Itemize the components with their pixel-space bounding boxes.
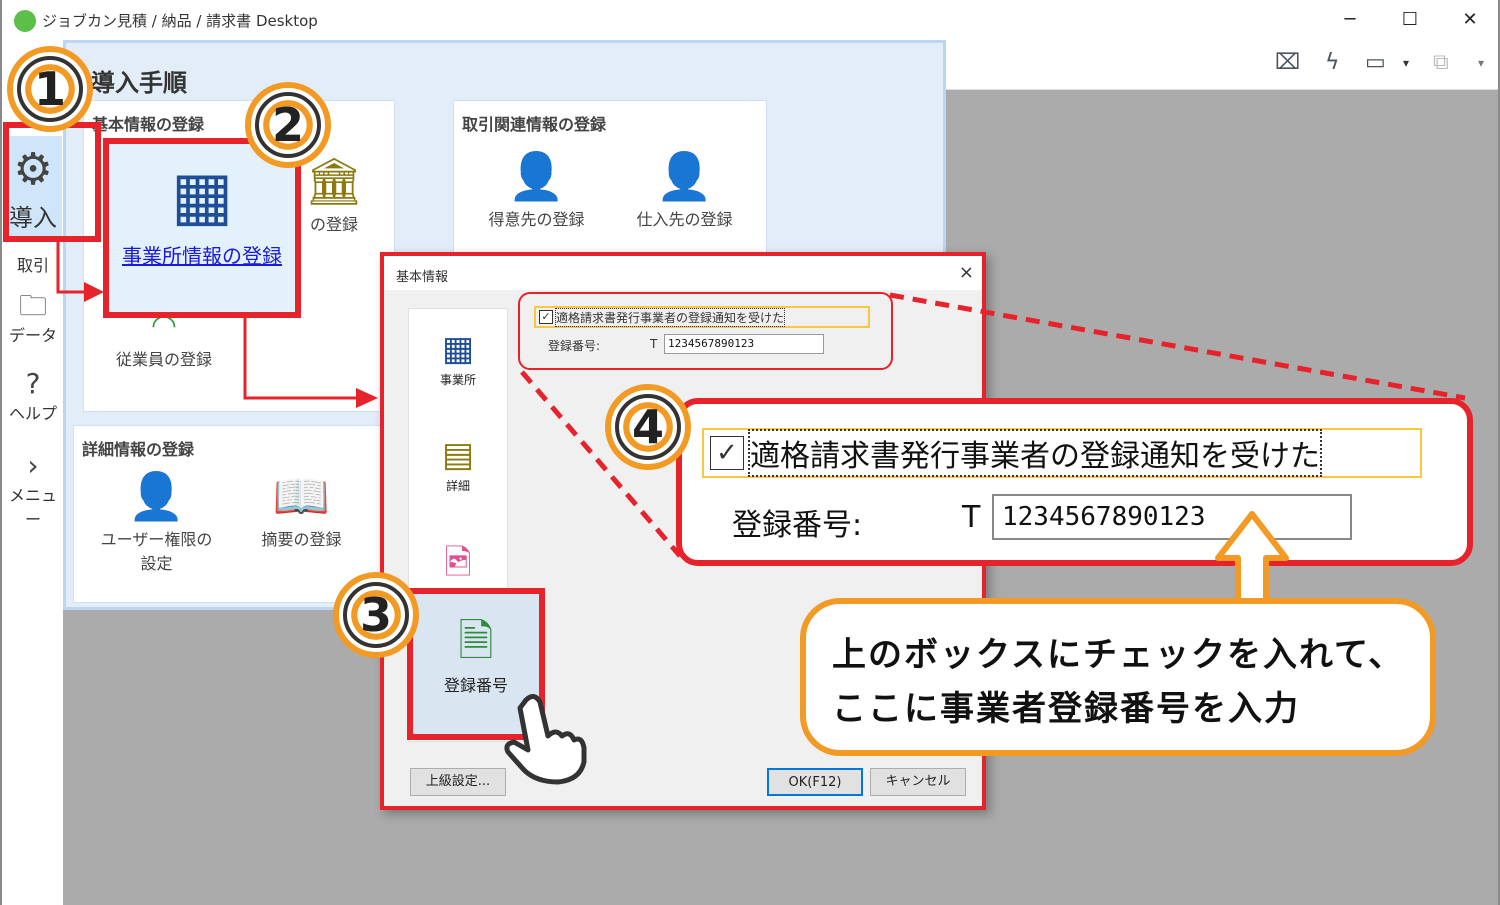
instruction-bubble: 上のボックスにチェックを入れて、 ここに事業者登録番号を入力 [800, 598, 1436, 756]
customer-register-item[interactable]: 👤得意先の登録 [474, 146, 599, 230]
summary-register-item[interactable]: 📖摘要の登録 [239, 466, 364, 550]
arrowhead [356, 388, 378, 408]
reg-prefix: T [650, 337, 658, 351]
zoomed-registration-section: ✓ 適格請求書発行事業者の登録通知を受けた 登録番号: T 1234567890… [676, 398, 1473, 566]
chevron-right-icon: › [27, 449, 39, 482]
step-3-badge: 3 [333, 572, 419, 658]
title-bar: ジョブカン見積 / 納品 / 請求書 Desktop ─ ☐ ✕ [2, 0, 1498, 40]
close-button[interactable]: ✕ [1462, 9, 1478, 30]
supplier-register-item[interactable]: 👤仕入先の登録 [622, 146, 747, 230]
red-arrow [56, 242, 98, 294]
nav-attachment[interactable]: 🖻 [409, 541, 507, 585]
step-4-badge: 4 [605, 384, 691, 470]
sidebar-item-help[interactable]: ?ヘルプ [4, 368, 62, 424]
bank-register-item[interactable]: 🏛の登録 [274, 151, 394, 235]
advanced-settings-button[interactable]: 上級設定... [410, 768, 506, 796]
image-file-icon: 🖻 [444, 543, 472, 583]
qualified-invoice-checkbox[interactable]: ✓ 適格請求書発行事業者の登録通知を受けた [534, 306, 870, 328]
window-icon[interactable]: ▭ [1365, 50, 1386, 75]
checkbox-icon: ✓ [710, 436, 744, 470]
gear-icon: ⚙ [13, 144, 53, 195]
minimize-button[interactable]: ─ [1344, 9, 1356, 30]
folder-icon: 🗀 [18, 289, 47, 322]
arrowhead [84, 282, 104, 302]
bank-icon: 🏛 [304, 154, 364, 208]
building-icon: ▦ [441, 329, 475, 369]
office-register-item[interactable]: ▦ 事業所情報の登録 [103, 138, 301, 318]
hand-cursor-icon [504, 694, 587, 785]
dialog-title: 基本情報 [396, 270, 449, 285]
calculator-icon: ▤ [441, 435, 475, 475]
toolbar [946, 40, 1498, 90]
sidebar-item-data[interactable]: 🗀データ [4, 290, 62, 346]
panel-title: 導入手順 [91, 69, 187, 97]
building-icon: ▦ [170, 157, 234, 234]
card-title: 詳細情報の登録 [82, 440, 195, 459]
book-icon: 📖 [272, 469, 331, 523]
sidebar-item-setup[interactable]: ⚙導入 [4, 136, 62, 240]
bubble-line: 上のボックスにチェックを入れて、 [832, 635, 1405, 675]
checkbox-icon: ✓ [539, 310, 553, 324]
reg-number-input[interactable]: 1234567890123 [664, 334, 824, 354]
detail-info-card: 詳細情報の登録 👤ユーザー権限の設定 📖摘要の登録 [73, 425, 383, 603]
office-register-link[interactable]: 事業所情報の登録 [122, 244, 282, 268]
up-arrow-icon [1215, 511, 1289, 605]
dialog-close-button[interactable]: × [958, 262, 974, 283]
person-icon: 👤 [507, 149, 566, 203]
dialog-header: 基本情報 × [384, 256, 982, 290]
registration-section: ✓ 適格請求書発行事業者の登録通知を受けた 登録番号: T 1234567890… [518, 292, 893, 370]
step-1-badge: 1 [7, 46, 93, 132]
cancel-button[interactable]: キャンセル [870, 768, 966, 796]
reg-number-input-zoom[interactable]: 1234567890123 [992, 494, 1352, 540]
dashed-connector [889, 292, 1466, 401]
document-icon: 🗎 [458, 616, 494, 667]
app-logo-icon [14, 10, 36, 32]
bookmark-icon[interactable]: ⌧ [1275, 50, 1301, 75]
trade-info-card: 取引関連情報の登録 👤得意先の登録 👤仕入先の登録 [453, 100, 767, 260]
red-arrow [243, 318, 370, 400]
lightning-icon[interactable]: ϟ [1325, 50, 1340, 75]
ok-button[interactable]: OK(F12) [767, 768, 863, 796]
card-title: 基本情報の登録 [92, 115, 205, 134]
chevron-down-icon[interactable]: ▾ [1478, 56, 1485, 70]
reg-prefix-zoom: T [962, 500, 981, 535]
window-title: ジョブカン見積 / 納品 / 請求書 Desktop [42, 12, 318, 30]
sidebar-item-menu[interactable]: ›メニュー [4, 450, 62, 530]
bubble-line: ここに事業者登録番号を入力 [832, 689, 1300, 729]
card-title: 取引関連情報の登録 [462, 115, 607, 134]
nav-detail[interactable]: ▤詳細 [409, 433, 507, 494]
maximize-button[interactable]: ☐ [1401, 9, 1419, 30]
reg-number-label: 登録番号: [548, 339, 601, 353]
qualified-invoice-checkbox-zoom[interactable]: ✓ 適格請求書発行事業者の登録通知を受けた [702, 428, 1422, 478]
user-permission-item[interactable]: 👤ユーザー権限の設定 [94, 466, 219, 574]
step-2-badge: 2 [245, 82, 331, 168]
person-icon: 👤 [655, 149, 714, 203]
help-icon: ? [25, 367, 41, 400]
excel-icon: ⧉ [1433, 50, 1449, 75]
reg-number-label-zoom: 登録番号: [732, 508, 863, 543]
person-icon: 👤 [127, 469, 186, 523]
dashed-connector [520, 370, 682, 558]
chevron-down-icon[interactable]: ▾ [1403, 56, 1410, 70]
sidebar: ⚙導入 取引 🗀データ ?ヘルプ ›メニュー [2, 40, 63, 905]
sidebar-item-trade[interactable]: 取引 [16, 256, 49, 275]
nav-office[interactable]: ▦事業所 [409, 327, 507, 388]
